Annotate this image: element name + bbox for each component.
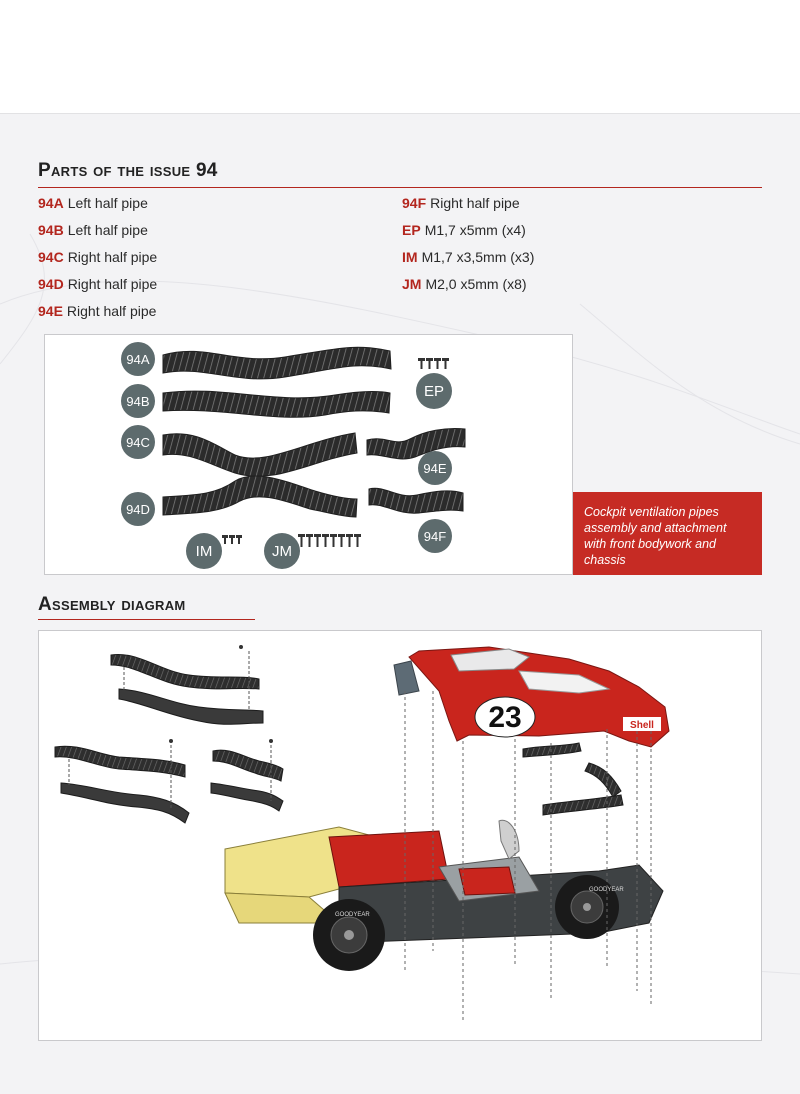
badge-im: IM bbox=[186, 533, 222, 569]
part-description: M1,7 x5mm (x4) bbox=[424, 222, 526, 238]
top-blank-margin bbox=[0, 0, 800, 114]
assembly-title-underline bbox=[38, 619, 255, 620]
sponsor-logo: Shell bbox=[630, 720, 654, 731]
part-code: 94A bbox=[38, 195, 64, 211]
part-description: Right half pipe bbox=[66, 303, 157, 319]
rear-wheel: GOODYEAR bbox=[313, 899, 385, 971]
part-description: Right half pipe bbox=[67, 276, 158, 292]
front-bodywork: 23 Shell bbox=[393, 646, 670, 748]
subassembly-left-bottom bbox=[54, 739, 190, 824]
part-code: JM bbox=[402, 276, 422, 292]
parts-drawing bbox=[162, 346, 466, 547]
parts-section-title: Parts of the issue 94 bbox=[38, 160, 218, 181]
badge-ep: EP bbox=[416, 373, 452, 409]
tyre-brand-rear: GOODYEAR bbox=[335, 912, 370, 918]
assembly-diagram-panel: 23 Shell GOODYEAR GOO bbox=[38, 630, 762, 1041]
loose-pipe-3 bbox=[542, 794, 624, 816]
badge-94e: 94E bbox=[418, 451, 452, 485]
front-wheel: GOODYEAR bbox=[555, 875, 624, 939]
part-code: IM bbox=[402, 249, 418, 265]
part-description: M1,7 x3,5mm (x3) bbox=[421, 249, 535, 265]
badge-94d: 94D bbox=[121, 492, 155, 526]
loose-pipe-2 bbox=[584, 762, 622, 798]
badge-94a: 94A bbox=[121, 342, 155, 376]
part-description: Left half pipe bbox=[67, 222, 148, 238]
pipe-94f bbox=[368, 487, 464, 514]
parts-title-underline bbox=[38, 187, 762, 188]
badge-94c: 94C bbox=[121, 425, 155, 459]
tyre-brand-front: GOODYEAR bbox=[589, 887, 624, 893]
badge-jm: JM bbox=[264, 533, 300, 569]
assembly-section-title: Assembly diagram bbox=[38, 594, 186, 615]
part-code: 94B bbox=[38, 222, 64, 238]
badge-94f: 94F bbox=[418, 519, 452, 553]
pipe-94d bbox=[162, 475, 358, 518]
assembly-drawing: 23 Shell GOODYEAR GOO bbox=[54, 645, 670, 1021]
parts-illustration-panel: 94A 94B 94C 94D 94E 94F EP IM JM bbox=[44, 334, 573, 575]
part-description: M2,0 x5mm (x8) bbox=[425, 276, 527, 292]
car-number: 23 bbox=[488, 701, 521, 734]
subassembly-middle bbox=[210, 739, 284, 812]
pipe-94b bbox=[162, 390, 391, 418]
part-code: 94F bbox=[402, 195, 427, 211]
part-description: Right half pipe bbox=[430, 195, 520, 211]
part-description: Right half pipe bbox=[67, 249, 158, 265]
info-box: Cockpit ventilation pipes assembly and a… bbox=[573, 492, 762, 575]
part-code: EP bbox=[402, 222, 421, 238]
screws-jm bbox=[298, 534, 361, 547]
part-code: 94D bbox=[38, 276, 64, 292]
pipe-94c bbox=[162, 432, 358, 477]
badge-94b: 94B bbox=[121, 384, 155, 418]
part-description: Left half pipe bbox=[67, 195, 148, 211]
subassembly-left-top bbox=[110, 645, 264, 725]
screws-im bbox=[222, 535, 242, 544]
screws-ep bbox=[418, 358, 449, 369]
screw-guide-lines bbox=[404, 691, 652, 1021]
part-code: 94E bbox=[38, 303, 63, 319]
pipe-94e bbox=[366, 428, 466, 460]
part-code: 94C bbox=[38, 249, 64, 265]
loose-pipe-1 bbox=[522, 742, 582, 758]
pipe-94a bbox=[162, 346, 392, 380]
